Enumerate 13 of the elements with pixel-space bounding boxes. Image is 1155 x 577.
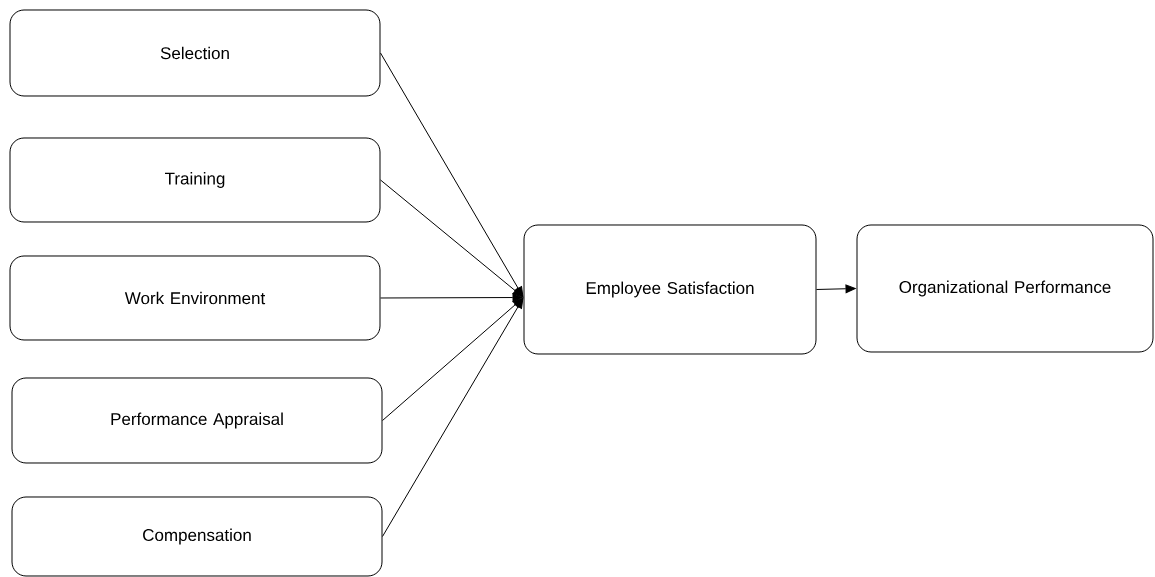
process-box: Work Environment bbox=[9, 255, 381, 341]
process-box: Organizational Performance bbox=[856, 224, 1154, 353]
process-box: Selection bbox=[9, 9, 381, 97]
process-box: Training bbox=[9, 137, 381, 223]
process-box: Performance Appraisal bbox=[11, 377, 383, 464]
arrow bbox=[382, 297, 523, 421]
process-box: Compensation bbox=[11, 496, 383, 577]
arrow bbox=[380, 179, 523, 298]
arrow bbox=[382, 298, 524, 537]
process-box: Employee Satisfaction bbox=[523, 224, 817, 355]
arrow bbox=[380, 293, 523, 302]
arrow bbox=[380, 52, 524, 297]
arrow bbox=[816, 284, 856, 294]
